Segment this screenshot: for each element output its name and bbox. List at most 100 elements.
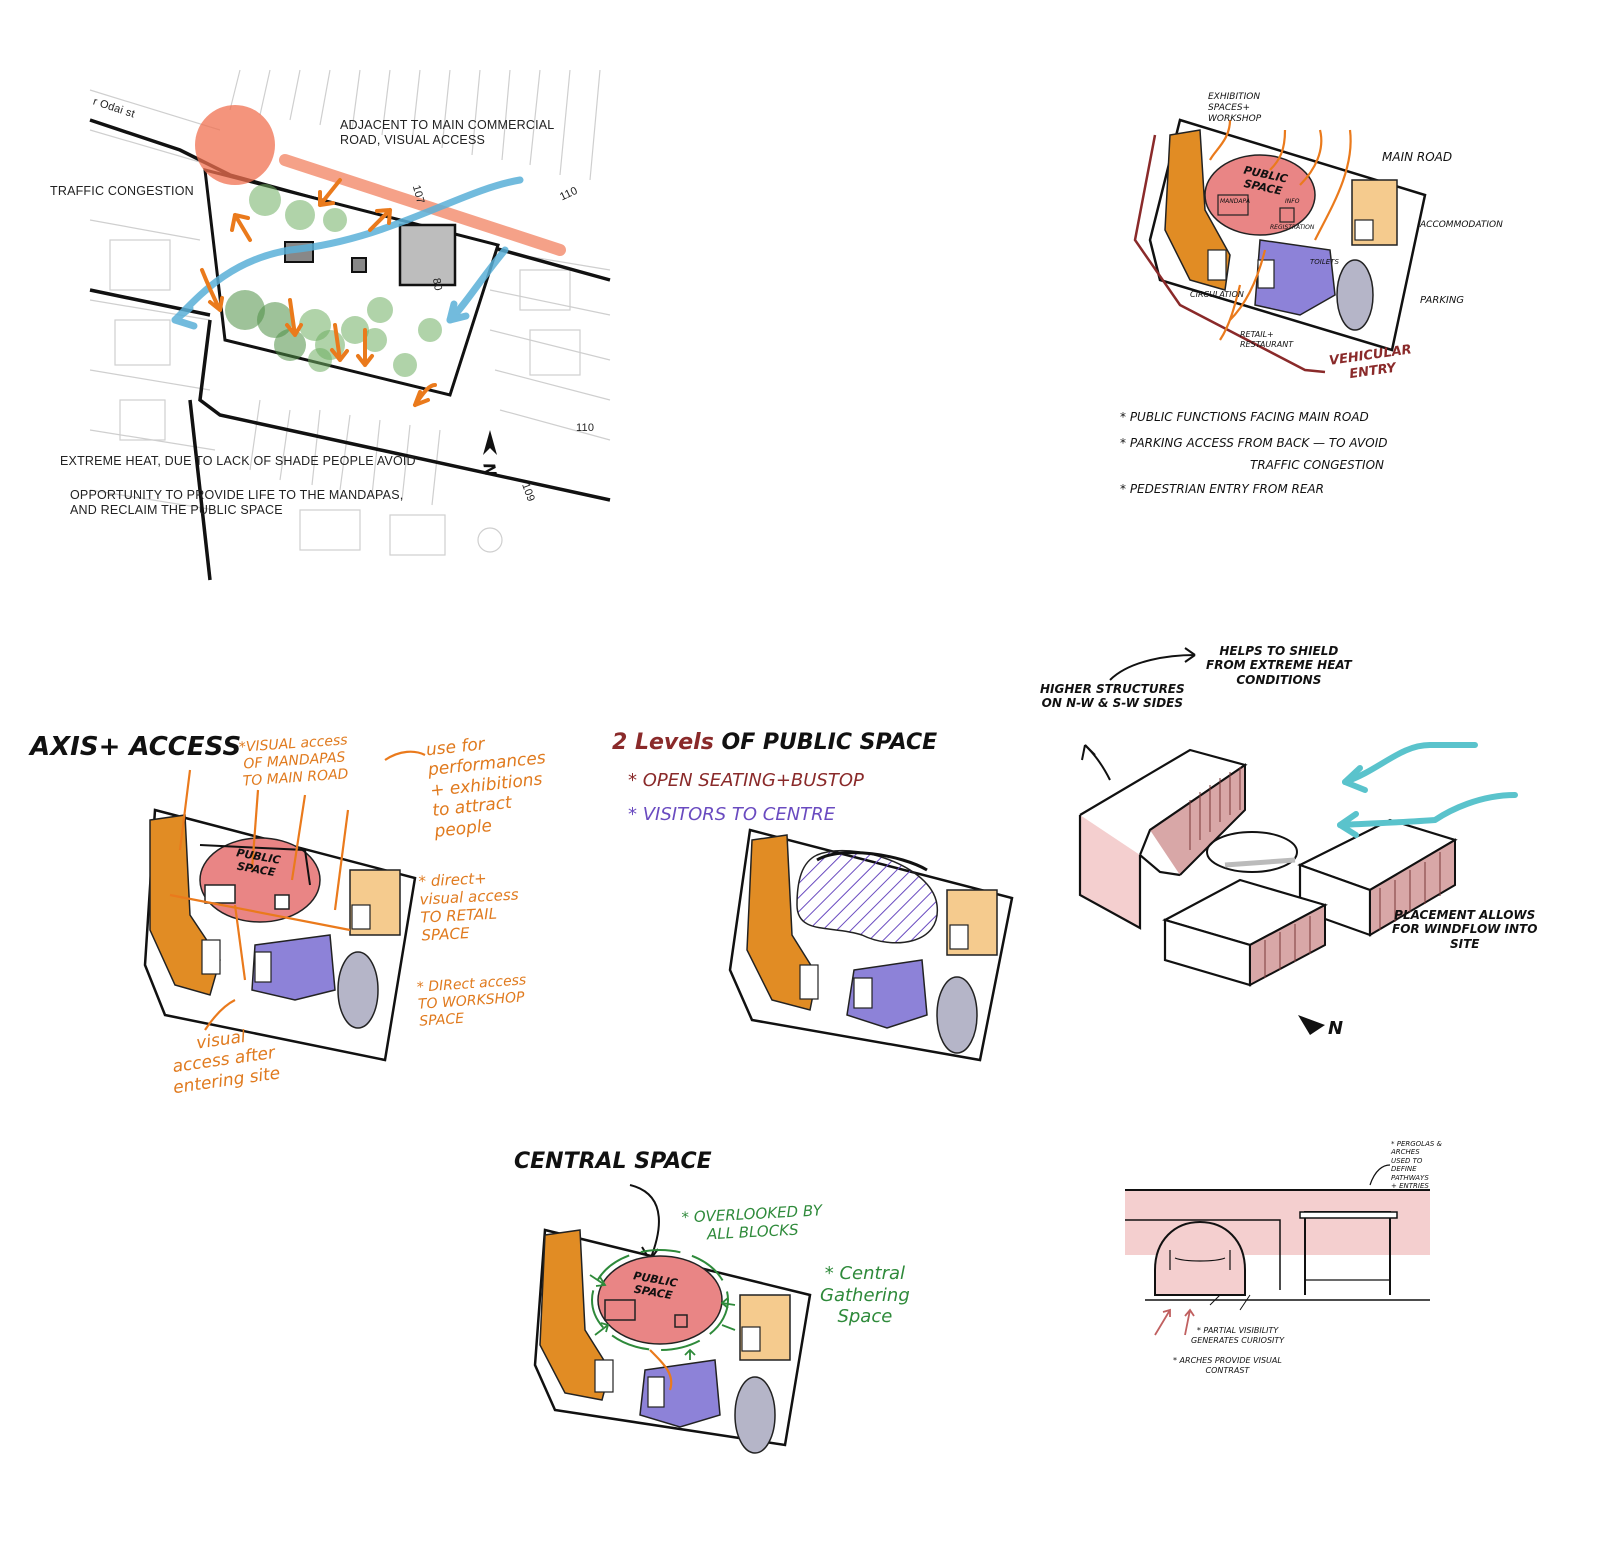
traffic-congestion-marker — [195, 105, 275, 185]
helps-shield-note: HELPS TO SHIELD FROM EXTREME HEAT CONDIT… — [1206, 644, 1352, 687]
levels-title: 2 Levels OF PUBLIC SPACE — [612, 730, 937, 756]
wind-flow-arrows — [171, 176, 524, 330]
mandapa-small — [351, 257, 367, 273]
east-block — [1297, 818, 1458, 937]
arrow-up — [1084, 744, 1111, 781]
stair-icon — [799, 964, 819, 1000]
mandapa-block — [1217, 194, 1249, 216]
nw-block — [1078, 748, 1248, 930]
stair-icon — [201, 939, 221, 975]
archway-drawing — [1125, 1164, 1430, 1336]
north-arrow-icon — [1298, 1015, 1325, 1035]
extreme-heat-label: EXTREME HEAT, DUE TO LACK OF SHADE PEOPL… — [60, 454, 416, 468]
registration-label: REGISTRATION — [1270, 224, 1315, 231]
canopy-line — [816, 851, 928, 872]
site-map-drawing — [89, 69, 611, 581]
accommodation-label: ACCOMMODATION — [1420, 220, 1503, 230]
adjacent-road-label: ADJACENT TO MAIN COMMERCIAL ROAD, VISUAL… — [340, 118, 555, 147]
levels-title-rest: OF PUBLIC SPACE — [721, 730, 938, 755]
central-space-diagram: CENTRAL SPACE PUBLIC SPACE * OVERLOOKED … — [500, 1145, 960, 1545]
parking-zone — [936, 976, 978, 1054]
central-space-title: CENTRAL SPACE — [514, 1149, 712, 1174]
direct-visual-note: * direct+ visual access TO RETAIL SPACE — [418, 869, 519, 945]
mandapa-label: MANDAPA — [1220, 198, 1250, 205]
south-block — [1162, 878, 1328, 987]
lot-number: 80 — [429, 277, 444, 292]
title-arrow — [629, 1184, 660, 1261]
partial-visibility-note: * PARTIAL VISIBILITY GENERATES CURIOSITY — [1191, 1326, 1285, 1345]
zoning-note: * PEDESTRIAN ENTRY FROM REAR — [1120, 482, 1324, 496]
overlook-arrows — [589, 1274, 736, 1360]
use-for-note: use for performances + exhibitions to at… — [424, 734, 547, 842]
note-leader — [1369, 1164, 1391, 1186]
public-space-zone — [597, 1255, 723, 1345]
mandapa-small — [674, 1314, 688, 1328]
arches-contrast-note: * ARCHES PROVIDE VISUAL CONTRAST — [1173, 1356, 1282, 1375]
zoning-note: * PUBLIC FUNCTIONS FACING MAIN ROAD — [1120, 410, 1369, 424]
parking-label: PARKING — [1420, 295, 1465, 306]
parking-zone — [734, 1376, 776, 1454]
retail-label: RETAIL+ RESTAURANT — [1240, 330, 1294, 349]
placement-note: PLACEMENT ALLOWS FOR WINDFLOW INTO SITE — [1392, 908, 1538, 951]
zoning-note: TRAFFIC CONGESTION — [1250, 458, 1385, 472]
mandapa-small — [274, 894, 290, 910]
main-road-label: MAIN ROAD — [1382, 150, 1453, 164]
arch — [1154, 1220, 1246, 1296]
mandapa-block — [204, 884, 236, 904]
axis-access-diagram: AXIS+ ACCESS PUBLIC SPACE *VISUAL access… — [30, 730, 590, 1130]
levels-title-levels: Levels — [634, 730, 714, 755]
retail-block — [251, 934, 336, 1001]
visitors-item: * VISITORS TO CENTRE — [628, 804, 836, 825]
levels-title-number: 2 — [612, 730, 628, 755]
site-analysis-map: r Odai st 110 107 80 110 109 ADJACENT TO… — [50, 69, 620, 581]
pergolas-note: * PERGOLAS & ARCHES USED TO DEFINE PATHW… — [1391, 1140, 1442, 1190]
stair-icon — [594, 1359, 614, 1393]
central-drawing — [533, 1184, 812, 1454]
toilets-label: TOILETS — [1310, 258, 1339, 266]
stair-icon — [647, 1376, 665, 1408]
vehicular-route — [1133, 134, 1326, 374]
stair-icon — [853, 977, 873, 1009]
archway-sketch: * PERGOLAS & ARCHES USED TO DEFINE PATHW… — [1125, 1140, 1465, 1400]
movement-arrows — [200, 178, 437, 407]
open-seating-item: * OPEN SEATING+BUSTOP — [628, 770, 864, 791]
stair-icon — [1354, 219, 1374, 241]
wind-arrows — [1337, 742, 1518, 838]
axis-line — [199, 844, 311, 886]
zoning-drawing — [1133, 118, 1427, 374]
stair-icon — [254, 951, 272, 983]
existing-building — [398, 223, 457, 287]
massing-diagram: HIGHER STRUCTURES ON N-W & S-W SIDES HEL… — [1040, 640, 1600, 1060]
mandapa-block — [604, 1299, 636, 1321]
access-arrow — [649, 1349, 673, 1391]
public-space-hatch — [796, 849, 938, 944]
north-arrow-icon — [483, 430, 497, 455]
info-label: INFO — [1285, 198, 1300, 205]
stair-icon — [741, 1326, 761, 1352]
wind-swirl — [1206, 831, 1298, 873]
visual-mandapas-note: *VISUAL access OF MANDAPAS TO MAIN ROAD — [238, 732, 349, 790]
axis-access-title: AXIS+ ACCESS — [30, 732, 242, 762]
retail-restaurant-block — [1254, 239, 1336, 316]
stair-icon — [949, 924, 969, 950]
main-road-highlight — [279, 154, 566, 256]
gathering-ring — [591, 1249, 729, 1351]
levels-drawing — [728, 828, 1014, 1062]
swirl-shadow — [1224, 857, 1296, 868]
stair-icon — [1207, 249, 1227, 281]
tree-canopy — [225, 184, 442, 377]
levels-diagram: 2 Levels OF PUBLIC SPACE * OPEN SEATING+… — [612, 730, 1032, 1070]
retail-block — [846, 959, 928, 1029]
axis-access-drawing — [143, 750, 426, 1062]
zoning-note: * PARKING ACCESS FROM BACK — TO AVOID — [1120, 436, 1388, 450]
arrow-to-note — [1109, 654, 1196, 681]
parking-zone — [337, 951, 379, 1029]
context-buildings — [89, 69, 611, 556]
opportunity-label: OPPORTUNITY TO PROVIDE LIFE TO THE MANDA… — [70, 488, 404, 517]
exhibition-label: EXHIBITION SPACES+ WORKSHOP — [1208, 92, 1262, 124]
north-label: N — [1328, 1018, 1344, 1039]
circulation-label: CIRCULATION — [1190, 290, 1244, 299]
overlooked-note: * OVERLOOKED BY ALL BLOCKS — [681, 1201, 823, 1244]
access-arrows — [169, 750, 426, 1031]
stair-icon — [351, 904, 371, 930]
